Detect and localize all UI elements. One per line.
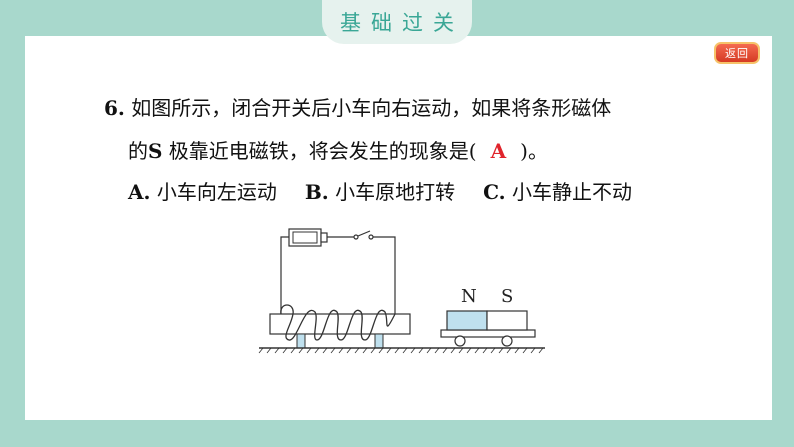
back-button[interactable]: 返回	[714, 42, 760, 64]
magnet-south-half	[486, 310, 528, 331]
support-leg-right	[374, 333, 384, 349]
option-c[interactable]: C. 小车静止不动	[483, 176, 632, 205]
option-b-text: 小车原地打转	[328, 180, 456, 204]
option-a[interactable]: A. 小车向左运动	[128, 176, 277, 205]
question-text-2: 极靠近电磁铁，将会发生的现象是(	[162, 139, 477, 163]
option-b-letter: B.	[304, 180, 329, 204]
battery-icon	[288, 228, 328, 247]
section-title: 基础过关	[340, 11, 464, 35]
support-leg-left	[296, 333, 306, 349]
coil-icon	[280, 304, 396, 341]
options-row: A. 小车向左运动 B. 小车原地打转 C. 小车静止不动	[128, 176, 660, 205]
magnet-south-label: S	[501, 286, 513, 307]
option-a-text: 小车向左运动	[150, 180, 277, 204]
cart-wheel-left	[454, 335, 466, 347]
circuit-wires	[280, 236, 396, 314]
option-c-text: 小车静止不动	[505, 180, 632, 204]
option-b[interactable]: B. 小车原地打转	[305, 176, 455, 205]
switch-icon	[353, 230, 374, 240]
circuit-diagram: N S	[258, 228, 545, 354]
ground-hatching	[258, 347, 544, 354]
question-number: 6.	[104, 96, 125, 120]
question-line-1: 6. 如图所示，闭合开关后小车向右运动，如果将条形磁体	[104, 92, 611, 121]
section-header: 基础过关	[322, 0, 472, 44]
magnet-north-half	[446, 310, 488, 331]
content-card	[25, 36, 772, 420]
question-text-2-suffix: )。	[520, 139, 548, 163]
option-c-letter: C.	[483, 180, 506, 204]
answer-text: A	[490, 139, 507, 163]
question-line-2: 的S 极靠近电磁铁，将会发生的现象是( A )。	[128, 135, 548, 164]
question-text-1: 如图所示，闭合开关后小车向右运动，如果将条形磁体	[131, 96, 612, 120]
question-text-2-prefix: 的	[128, 139, 148, 163]
magnet-north-label: N	[461, 286, 477, 307]
option-a-letter: A.	[128, 180, 151, 204]
pole-label: S	[148, 139, 163, 163]
cart-body	[440, 329, 536, 338]
cart	[440, 310, 536, 347]
cart-wheel-right	[501, 335, 513, 347]
